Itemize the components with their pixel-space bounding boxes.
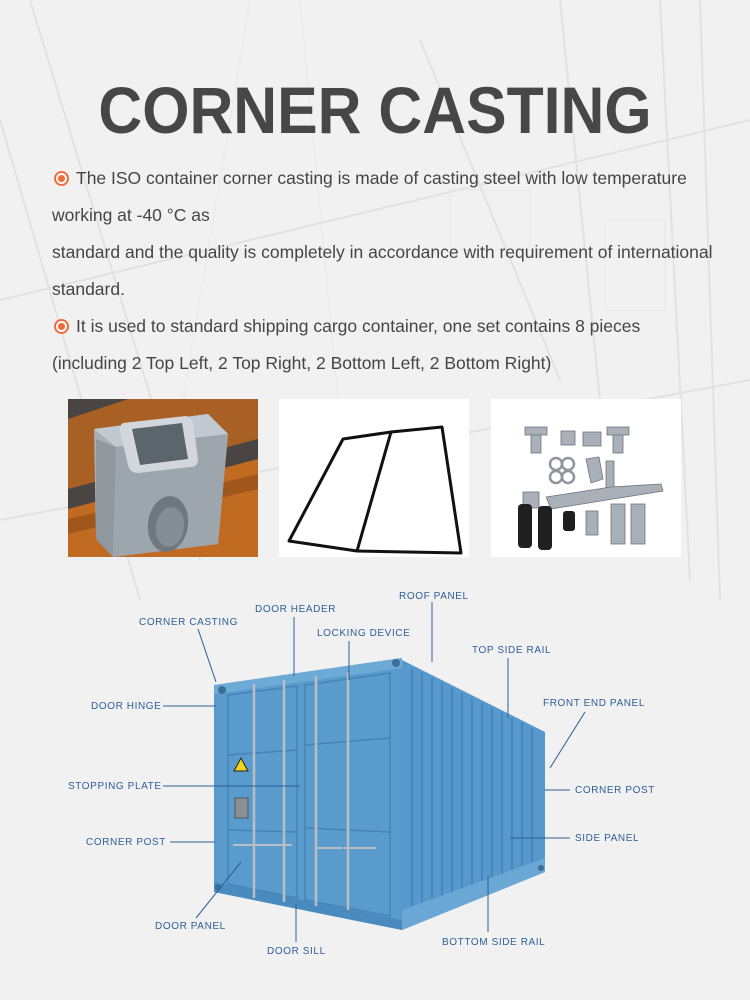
label-door-header: DOOR HEADER	[255, 604, 337, 615]
description-text: (including 2 Top Left, 2 Top Right, 2 Bo…	[52, 353, 552, 373]
label-bottom-side-rail: BOTTOM SIDE RAIL	[442, 937, 546, 948]
label-side-panel: SIDE PANEL	[575, 833, 640, 844]
description-line: The ISO container corner casting is made…	[52, 160, 722, 197]
description-text: working at -40 °C as	[52, 205, 210, 225]
label-locking-device: LOCKING DEVICE	[317, 628, 411, 639]
label-top-side-rail: TOP SIDE RAIL	[472, 645, 552, 656]
description-line: working at -40 °C as	[52, 197, 722, 234]
label-corner-post-left: CORNER POST	[86, 837, 166, 848]
description-text: standard and the quality is completely i…	[52, 242, 713, 262]
description-text: standard.	[52, 279, 125, 299]
description-line: standard.	[52, 271, 722, 308]
description-line: It is used to standard shipping cargo co…	[52, 308, 722, 345]
description-block: The ISO container corner casting is made…	[52, 160, 722, 382]
page-title: CORNER CASTING	[98, 73, 652, 147]
radio-bullet-icon	[54, 171, 69, 186]
label-corner-post-right: CORNER POST	[575, 785, 655, 796]
radio-bullet-icon	[54, 319, 69, 334]
description-line: standard and the quality is completely i…	[52, 234, 722, 271]
label-roof-panel: ROOF PANEL	[399, 591, 469, 602]
description-text: The ISO container corner casting is made…	[76, 168, 687, 188]
description-text: It is used to standard shipping cargo co…	[76, 316, 641, 336]
label-corner-casting: CORNER CASTING	[139, 617, 238, 628]
label-door-sill: DOOR SILL	[267, 946, 326, 957]
label-door-panel: DOOR PANEL	[155, 921, 226, 932]
corner-casting-photo	[68, 399, 258, 557]
door-locking-parts-photo	[491, 399, 681, 557]
label-stopping-plate: STOPPING PLATE	[68, 781, 162, 792]
container-parts-diagram: CORNER CASTING DOOR HEADER ROOF PANEL LO…	[0, 580, 750, 1000]
label-door-hinge: DOOR HINGE	[91, 701, 162, 712]
door-gasket-photo	[279, 399, 469, 557]
label-front-end-panel: FRONT END PANEL	[543, 698, 645, 709]
callout-lines	[163, 602, 586, 942]
description-line: (including 2 Top Left, 2 Top Right, 2 Bo…	[52, 345, 722, 382]
